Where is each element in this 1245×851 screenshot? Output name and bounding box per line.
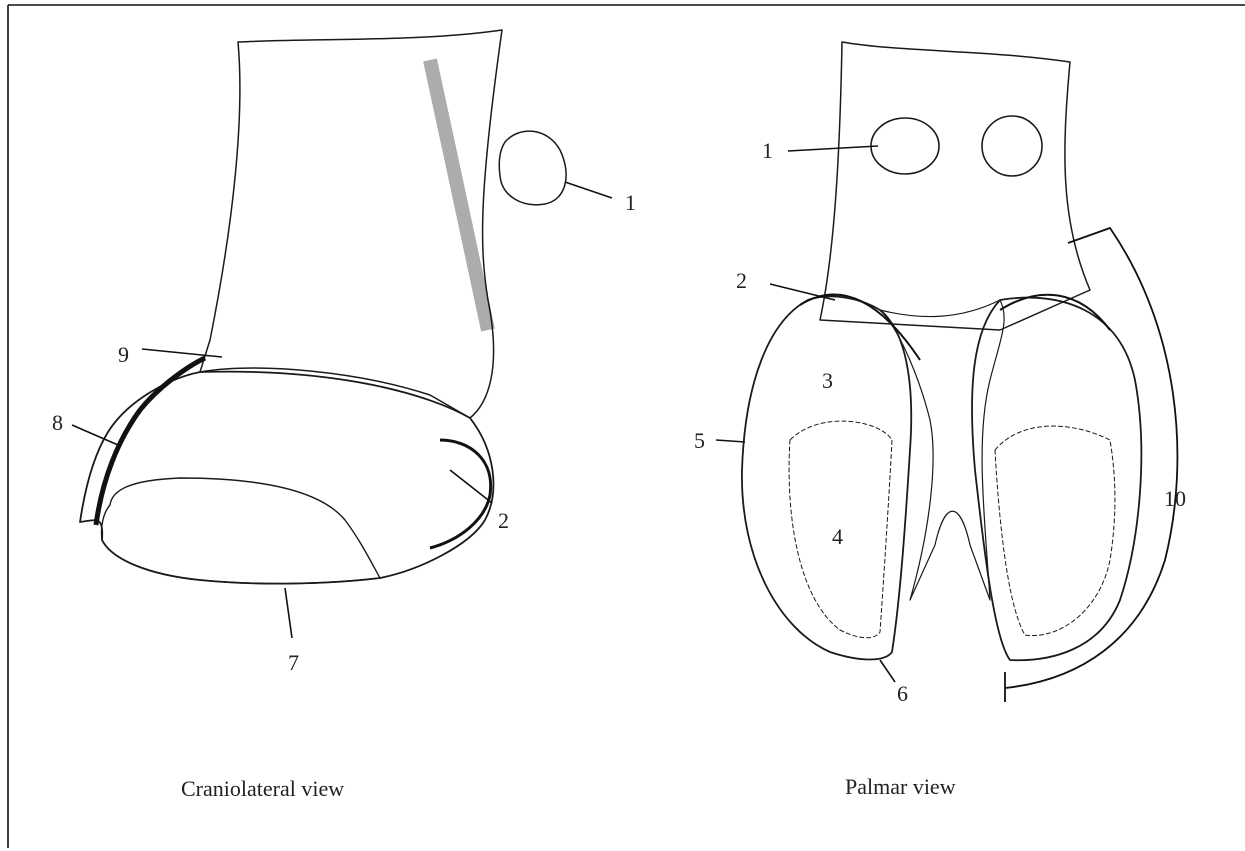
craniolateral-dewclaw: [499, 131, 566, 205]
craniolateral-leg: [200, 30, 502, 418]
palmar-dewclaw-left: [871, 118, 939, 174]
pa-label-5: 5: [694, 430, 705, 452]
caption-palmar: Palmar view: [845, 774, 956, 800]
pa-label-3: 3: [822, 370, 833, 392]
palmar-claw-left: [742, 296, 911, 659]
leader-pa-5: [716, 440, 745, 442]
cl-label-7: 7: [288, 652, 299, 674]
pa-label-4: 4: [832, 526, 843, 548]
palmar-dewclaw-right: [982, 116, 1042, 176]
caption-craniolateral: Craniolateral view: [181, 776, 344, 802]
craniolateral-hoof: [80, 372, 493, 584]
pa-label-1: 1: [762, 140, 773, 162]
bracket-10: [1005, 228, 1177, 702]
cl-label-1: 1: [625, 192, 636, 214]
cl-label-2: 2: [498, 510, 509, 532]
leader-pa-1: [788, 146, 878, 151]
leader-cl-9: [142, 349, 222, 357]
craniolateral-drawing: [80, 30, 566, 584]
palmar-drawing: [742, 42, 1141, 660]
palmar-leg: [820, 42, 1090, 330]
leader-cl-1: [565, 182, 612, 198]
leader-cl-2: [450, 470, 492, 503]
leader-pa-6: [880, 660, 895, 682]
pa-label-2: 2: [736, 270, 747, 292]
pa-label-6: 6: [897, 683, 908, 705]
cl-label-8: 8: [52, 412, 63, 434]
cl-label-9: 9: [118, 344, 129, 366]
leader-cl-7: [285, 588, 292, 638]
pa-label-10: 10: [1164, 488, 1186, 510]
